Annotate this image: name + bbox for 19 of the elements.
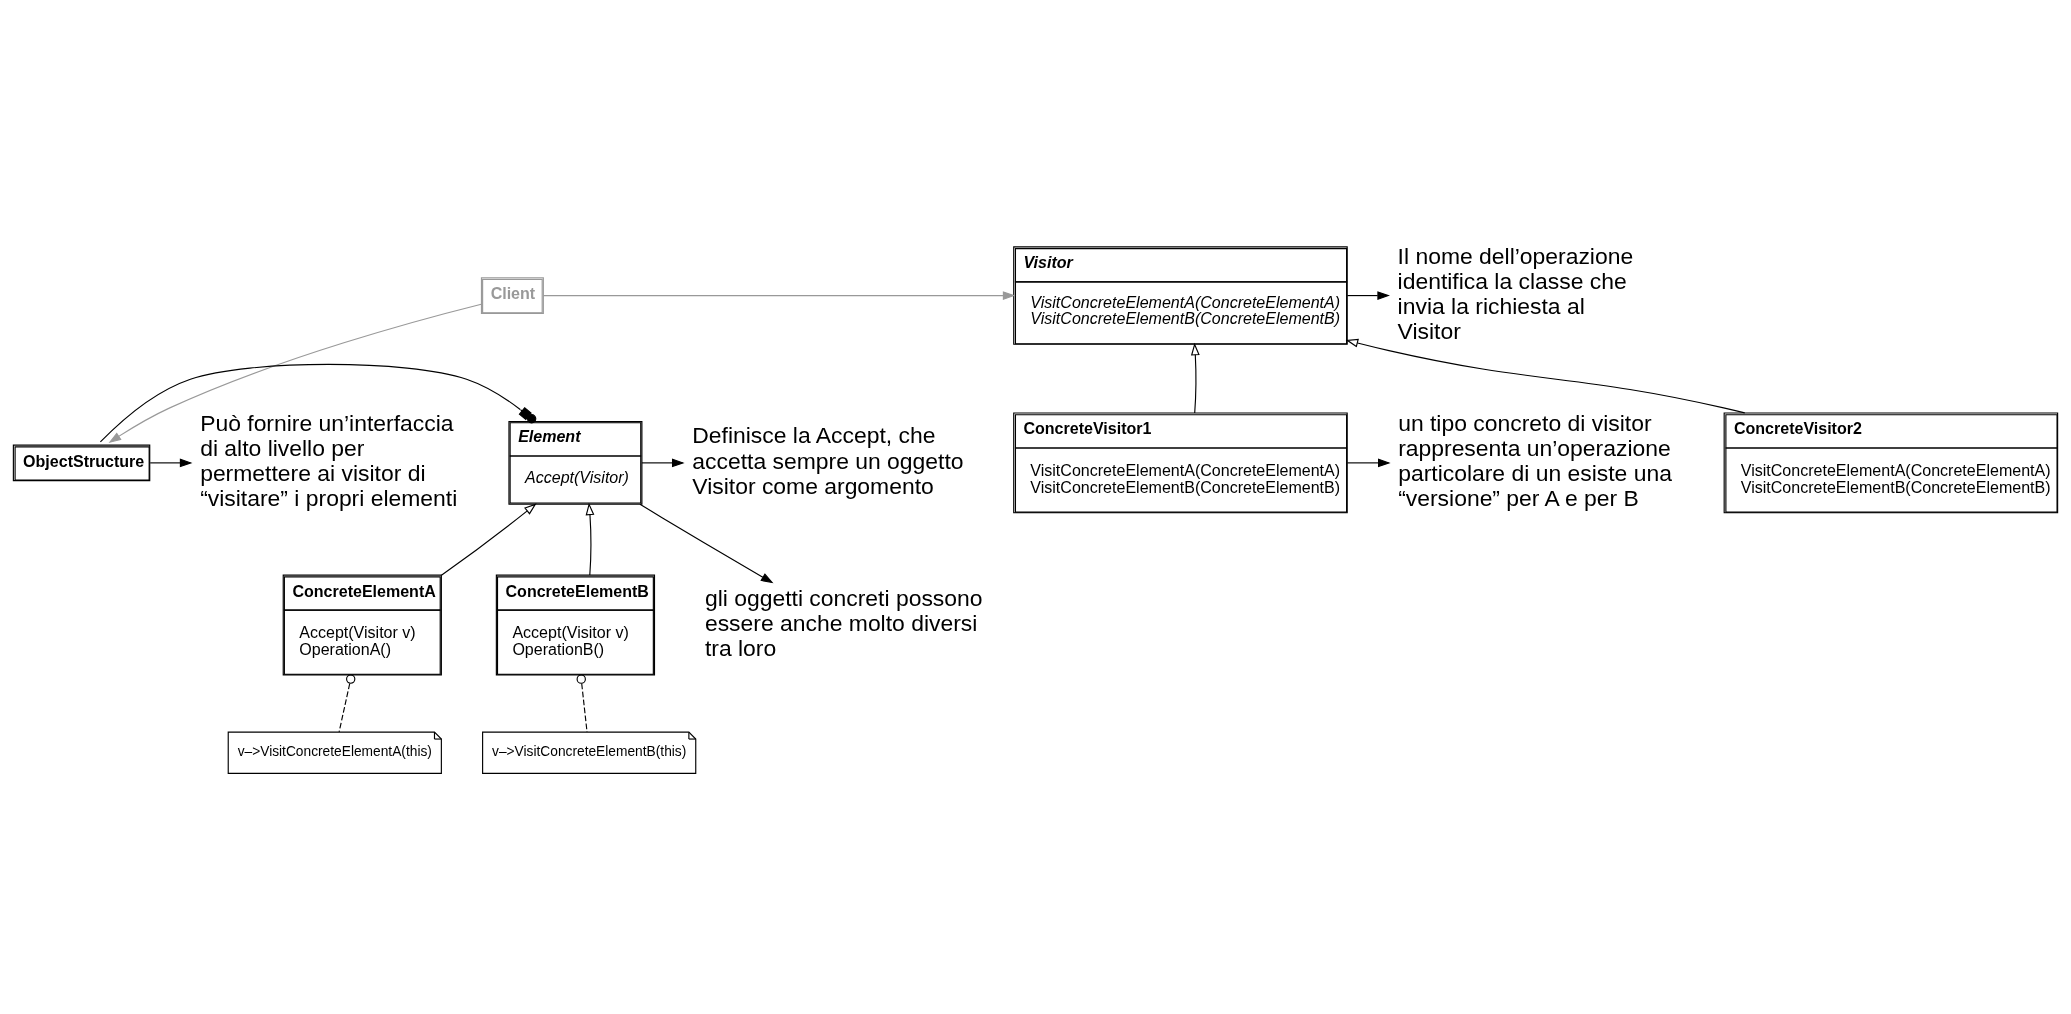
arrow — [1190, 342, 1200, 414]
node-text: gli oggetti concreti possono essere anche molto diversi tra loro — [704, 584, 983, 661]
connector — [338, 674, 356, 733]
arrow — [639, 503, 774, 584]
arrow — [149, 458, 193, 468]
arrow — [1345, 338, 1746, 414]
arrow — [585, 502, 595, 576]
node-text: Il nome dell’operazione identifica la classe che invia la richiesta al Visitor — [1397, 242, 1634, 345]
arrow — [108, 303, 482, 443]
arrow — [1346, 458, 1391, 468]
connector — [99, 363, 537, 443]
arrow — [1346, 291, 1390, 300]
arrow — [641, 458, 685, 468]
arrow — [440, 503, 537, 576]
arrow — [542, 291, 1016, 300]
node-text: Definisce la Accept, che accetta sempre un oggetto Visitor come argomento — [692, 422, 964, 499]
node-text: Può fornire un’interfaccia di alto livello per permettere ai visitor di “visitare” i propri elementi — [200, 409, 458, 512]
connector — [576, 674, 588, 733]
node-text: un tipo concreto di visitor rappresenta un’operazione particolare di un esiste una “versione” per A e per B — [1398, 409, 1672, 512]
